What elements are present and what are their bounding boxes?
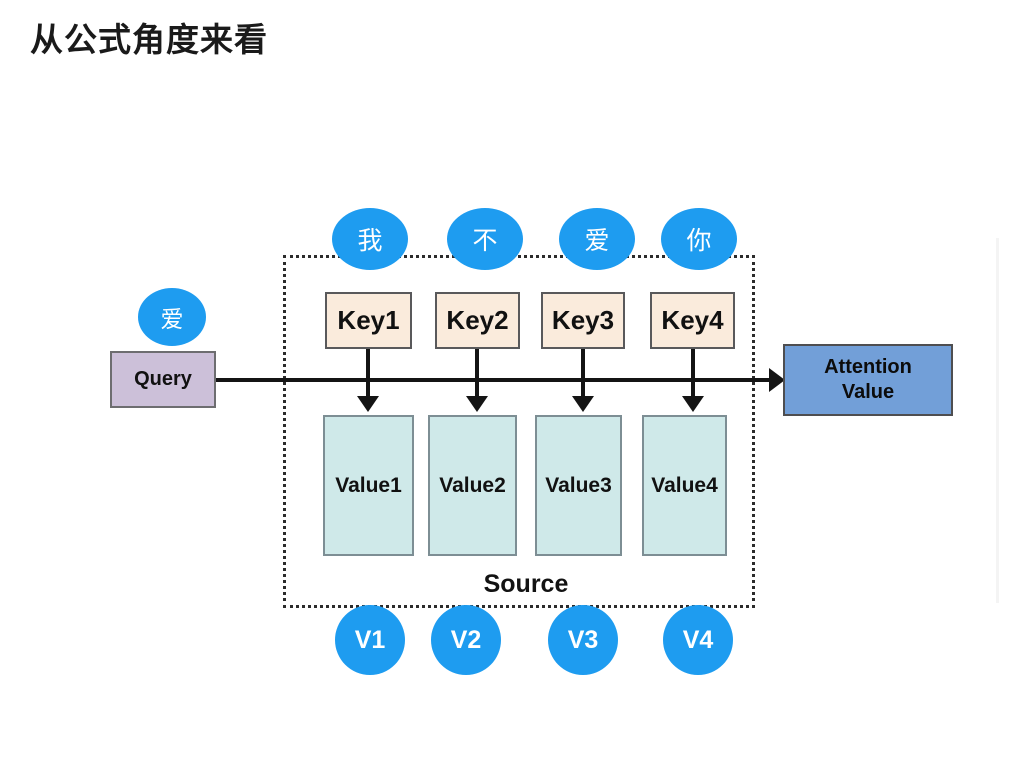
key-value-connector-2 <box>475 349 479 401</box>
value-box-1: Value1 <box>323 415 414 556</box>
v-bubble-4: V4 <box>663 605 733 675</box>
attention-value-line2: Value <box>841 381 895 403</box>
key-value-connector-1 <box>366 349 370 401</box>
attention-value-line1: Attention <box>824 356 912 378</box>
value-box-4: Value4 <box>642 415 727 556</box>
v-bubble-1: V1 <box>335 605 405 675</box>
attention-value-text: Attention Value <box>824 355 912 405</box>
key-value-connector-3 <box>581 349 585 401</box>
page-title: 从公式角度来看 <box>30 21 268 58</box>
query-attention-arrowhead <box>769 368 785 392</box>
v-bubble-3: V3 <box>548 605 618 675</box>
key-value-arrowhead-4 <box>682 396 704 412</box>
token-bubble-3: 爱 <box>559 208 635 270</box>
key-value-connector-4 <box>691 349 695 401</box>
key-box-1: Key1 <box>325 292 412 349</box>
token-bubble-1: 我 <box>332 208 408 270</box>
key-value-arrowhead-3 <box>572 396 594 412</box>
attention-value-box: Attention Value <box>783 344 953 416</box>
key-value-arrowhead-1 <box>357 396 379 412</box>
token-bubble-2: 不 <box>447 208 523 270</box>
key-box-3: Key3 <box>541 292 625 349</box>
key-box-4: Key4 <box>650 292 735 349</box>
query-attention-connector <box>216 378 779 382</box>
source-region-boundary <box>283 255 755 608</box>
value-box-2: Value2 <box>428 415 517 556</box>
query-box: Query <box>110 351 216 408</box>
query-token-bubble: 爱 <box>138 288 206 346</box>
key-box-2: Key2 <box>435 292 520 349</box>
token-bubble-4: 你 <box>661 208 737 270</box>
slide-edge-line <box>996 238 999 603</box>
value-box-3: Value3 <box>535 415 622 556</box>
v-bubble-2: V2 <box>431 605 501 675</box>
key-value-arrowhead-2 <box>466 396 488 412</box>
